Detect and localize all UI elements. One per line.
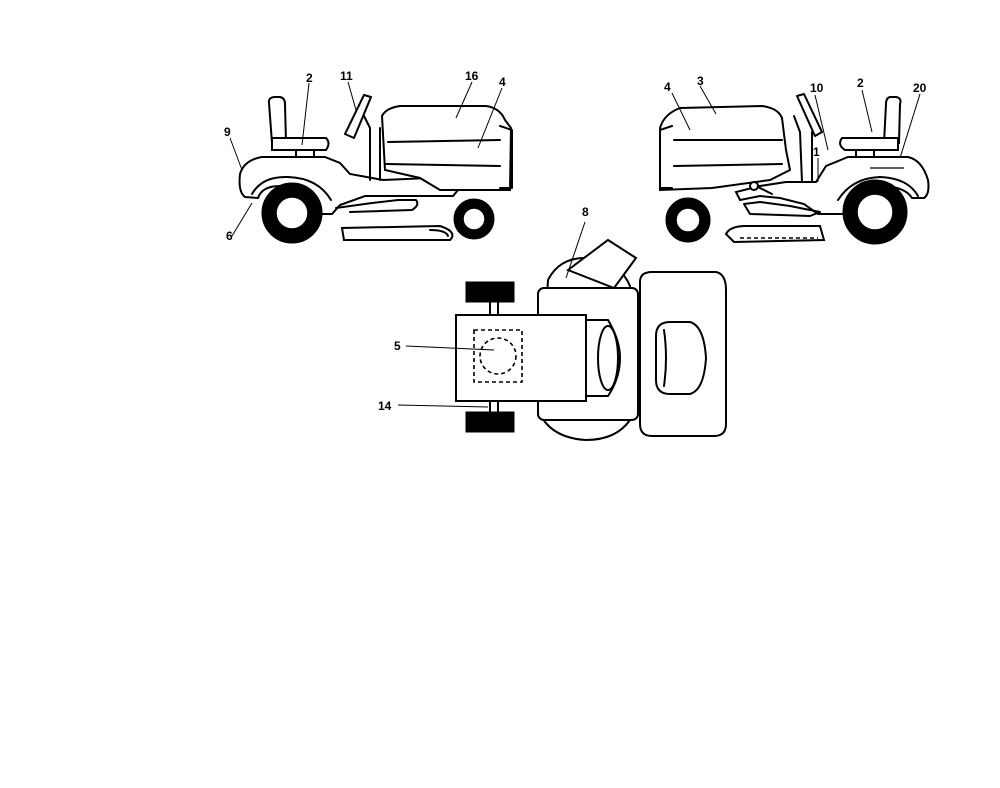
steering-column	[363, 115, 381, 181]
front-right-tire	[465, 411, 515, 433]
tractor-right-side-view: 4 3 10 2 20 1	[659, 74, 930, 245]
steering-column	[793, 115, 813, 183]
engine-area	[473, 329, 523, 383]
rear-wheel	[842, 179, 908, 245]
callout-label: 14	[378, 399, 392, 413]
rear-fender-arch	[251, 175, 332, 201]
callout-label: 8	[582, 205, 589, 219]
tractor-top-view: 8 5 14	[378, 205, 727, 442]
hood-front	[499, 125, 513, 189]
engine-fan	[479, 337, 517, 375]
frame-rail	[335, 199, 419, 213]
mower-deck	[724, 225, 826, 244]
callout-label: 9	[224, 125, 231, 139]
steering-wheel	[597, 325, 619, 391]
tractor-left-side-view: 2 11 16 4 9 6	[224, 69, 513, 244]
hood-front	[659, 125, 673, 189]
lift-lever-knob	[749, 181, 759, 191]
hood	[659, 104, 792, 192]
discharge-chute	[565, 238, 638, 290]
seat	[655, 321, 708, 395]
callout-label: 10	[810, 81, 824, 95]
rear-wheel	[261, 182, 323, 244]
callout-label: 16	[465, 69, 479, 83]
front-axle	[489, 301, 499, 413]
seat-inner	[663, 329, 667, 387]
rear-fender-arch	[837, 176, 919, 201]
callout-label: 4	[664, 80, 671, 94]
callout-label: 3	[697, 74, 704, 88]
callout-label: 2	[306, 71, 313, 85]
callout-label: 20	[913, 81, 927, 95]
callout-label: 11	[340, 69, 353, 83]
hood	[455, 314, 587, 402]
front-left-tire	[465, 281, 515, 303]
callout-label: 6	[226, 229, 233, 243]
seat-cushion	[271, 137, 330, 151]
mower-deck-shroud	[429, 229, 449, 237]
hood-grille-line	[673, 139, 783, 167]
seat-back	[882, 96, 902, 144]
front-wheel	[453, 198, 495, 240]
callout-label: 1	[813, 145, 820, 159]
frame-rail	[743, 201, 821, 217]
seat-back	[267, 96, 288, 145]
front-wheel	[665, 197, 711, 243]
steering-wheel	[796, 93, 823, 137]
callout-label: 4	[499, 75, 506, 89]
hood	[380, 105, 513, 191]
steering-wheel	[344, 94, 372, 139]
mower-deck	[340, 224, 454, 241]
callout-label: 2	[857, 76, 864, 90]
seat-cushion	[839, 137, 899, 151]
callout-label: 5	[394, 339, 401, 353]
